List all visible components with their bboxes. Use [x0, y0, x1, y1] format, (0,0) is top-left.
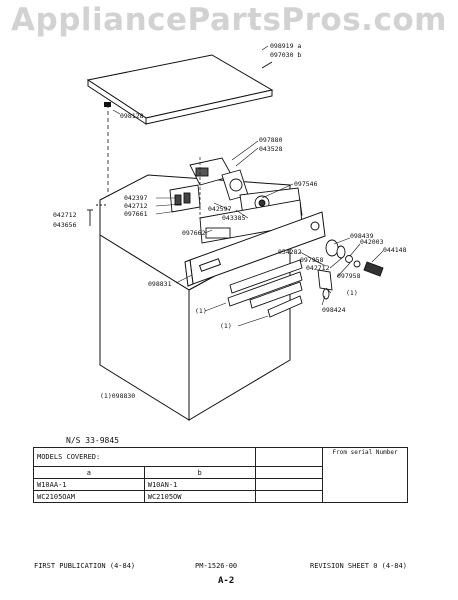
footer-revision: REVISION SHEET 0 (4-84)	[310, 562, 407, 570]
model-b-1: W10AN-1	[143, 478, 256, 491]
callout-042597: 042597	[208, 205, 232, 213]
callout-097958-b: 097958	[337, 272, 361, 280]
callout-cabinet: (1)098830	[100, 392, 135, 400]
from-serial-header: From serial Number	[322, 447, 408, 503]
callout-097880: 097880	[259, 136, 283, 144]
page-number: A-2	[218, 576, 235, 586]
callout-097661: 097661	[124, 210, 148, 218]
callout-098439: 098439	[350, 232, 374, 240]
callout-098831: 098831	[148, 280, 172, 288]
top-cover	[86, 54, 274, 125]
callout-097030: 097030 b	[270, 51, 301, 59]
ns-label: N/S 33-9845	[66, 436, 119, 445]
col-b-header: b	[143, 466, 256, 479]
callout-044148: 044148	[383, 246, 407, 254]
left-screws	[87, 204, 108, 226]
callout-042712: 042712	[124, 202, 148, 210]
callout-042712-b: 042712	[306, 264, 330, 272]
push-buttons	[227, 259, 303, 318]
models-table: MODELS COVERED: From serial Number a b W…	[33, 447, 408, 503]
callout-043528: 043528	[259, 145, 283, 153]
callout-098424: 098424	[322, 306, 346, 314]
callout-042712-left: 042712	[53, 211, 77, 219]
callout-043385: 043385	[222, 214, 246, 222]
callout-097958-a: 097958	[300, 256, 324, 264]
callout-one-c: (1)	[220, 322, 232, 330]
callout-098128: 098128	[120, 112, 144, 120]
callout-043656: 043656	[53, 221, 77, 229]
callout-098919: 098919 a	[270, 42, 301, 50]
model-a-1: W10AA-1	[33, 478, 145, 491]
col-a-header: a	[33, 466, 145, 479]
footer-first-publication: FIRST PUBLICATION (4-84)	[34, 562, 136, 570]
control-panel	[184, 211, 326, 287]
timer-assembly	[169, 157, 303, 244]
callout-042397: 042397	[124, 194, 148, 202]
callout-one-b: (1)	[195, 307, 207, 315]
model-b-2: WC2105OW	[143, 490, 256, 503]
models-covered-title: MODELS COVERED:	[33, 447, 256, 467]
knob-hardware	[317, 239, 384, 300]
callout-097662: 097662	[182, 229, 206, 237]
footer-pm-number: PM-1526-00	[195, 562, 238, 570]
model-a-2: WC2105OAM	[33, 490, 145, 503]
callout-042003: 042003	[360, 238, 384, 246]
callout-one-a: (1)	[346, 289, 358, 297]
callout-097546: 097546	[294, 180, 318, 188]
callout-054282: 054282	[278, 248, 302, 256]
watermark: AppliancePartsPros.com	[11, 2, 447, 38]
